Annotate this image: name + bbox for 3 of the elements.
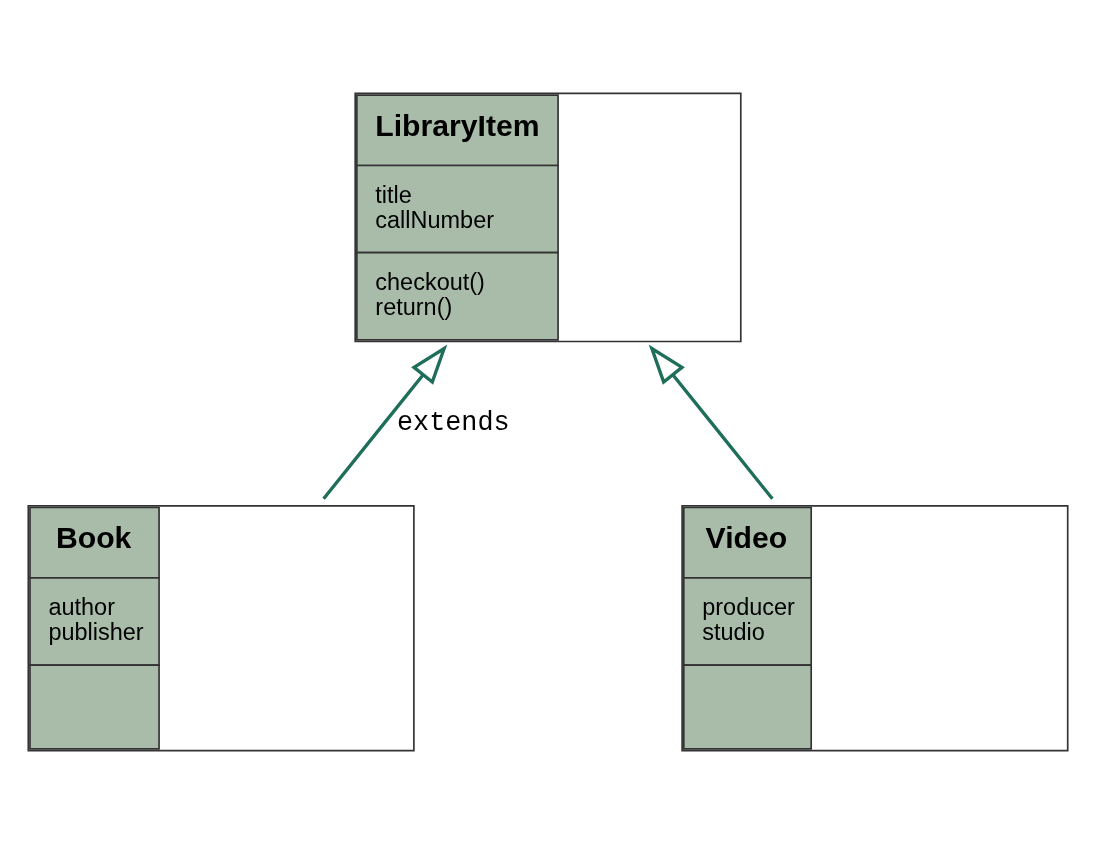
edge-label: extends [396, 407, 510, 438]
arrow [648, 344, 774, 500]
arrow [322, 344, 448, 500]
